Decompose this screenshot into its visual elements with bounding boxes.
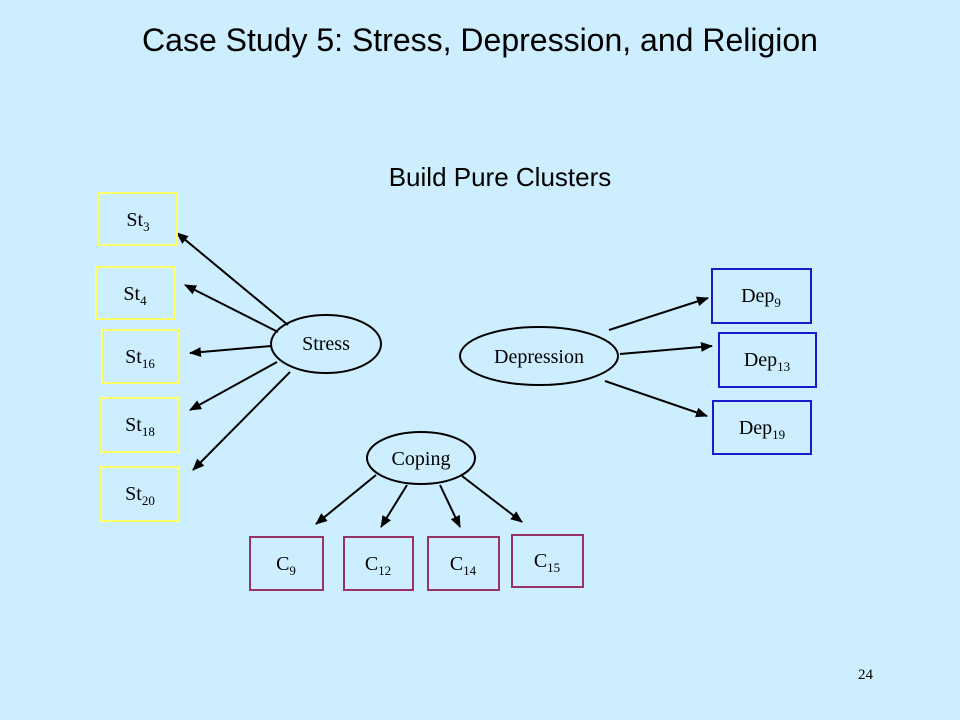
svg-text:St3: St3 — [126, 209, 149, 234]
svg-text:Dep13: Dep13 — [744, 349, 790, 374]
indicator-st18-base: St — [125, 414, 142, 436]
indicator-st3-base: St — [126, 209, 143, 231]
svg-text:C12: C12 — [365, 553, 391, 578]
edge-depression-dep19 — [604, 380, 708, 418]
indicator-c9-base: C — [276, 553, 289, 575]
edge-coping-c9 — [315, 474, 377, 525]
svg-text:St16: St16 — [125, 346, 155, 371]
edges — [176, 232, 713, 528]
indicator-st16: St16 — [101, 329, 180, 384]
indicator-c9-sub: 9 — [289, 563, 296, 578]
indicator-st20-base: St — [125, 483, 142, 505]
indicator-c14: C14 — [427, 536, 500, 591]
latent-coping: Coping — [366, 431, 476, 485]
svg-text:C14: C14 — [450, 553, 477, 578]
edge-depression-dep9 — [608, 296, 709, 331]
indicator-c14-base: C — [450, 553, 463, 575]
indicator-dep19: Dep19 — [712, 400, 812, 455]
indicator-st16-sub: 16 — [142, 356, 156, 371]
svg-text:C9: C9 — [276, 553, 296, 578]
indicator-c15: C15 — [511, 534, 584, 588]
svg-text:St18: St18 — [125, 414, 155, 439]
latent-stress: Stress — [270, 314, 382, 374]
svg-text:Dep9: Dep9 — [741, 285, 781, 310]
indicator-c14-sub: 14 — [463, 563, 477, 578]
latent-coping-label: Coping — [392, 448, 451, 470]
indicator-dep9-base: Dep — [741, 285, 774, 307]
latent-stress-label: Stress — [302, 333, 350, 355]
svg-text:Dep19: Dep19 — [739, 417, 785, 442]
indicator-dep13-base: Dep — [744, 349, 777, 371]
indicator-dep9-sub: 9 — [774, 295, 781, 310]
edge-stress-st16 — [189, 345, 272, 358]
indicator-c15-sub: 15 — [547, 560, 560, 575]
indicator-st20: St20 — [100, 466, 180, 522]
latent-depression: Depression — [459, 326, 619, 386]
svg-text:St20: St20 — [125, 483, 155, 508]
indicator-st4-sub: 4 — [140, 293, 147, 308]
indicator-st4: St4 — [95, 266, 176, 320]
indicator-st3: St3 — [98, 192, 178, 246]
indicator-dep19-base: Dep — [739, 417, 772, 439]
edge-coping-c12 — [380, 484, 408, 528]
page-number: 24 — [858, 667, 873, 683]
indicator-st3-sub: 3 — [143, 219, 150, 234]
edge-coping-c15 — [461, 475, 523, 523]
indicator-c12-sub: 12 — [378, 563, 391, 578]
indicator-st18: St18 — [100, 397, 180, 453]
indicator-st16-base: St — [125, 346, 142, 368]
indicator-c12: C12 — [343, 536, 414, 591]
edge-stress-st3 — [176, 232, 289, 326]
edge-stress-st4 — [184, 284, 279, 333]
svg-text:C15: C15 — [534, 550, 560, 575]
edge-stress-st18 — [189, 361, 278, 411]
indicator-st18-sub: 18 — [142, 424, 155, 439]
indicator-c9: C9 — [249, 536, 324, 591]
edge-stress-st20 — [192, 371, 291, 471]
indicator-st4-base: St — [123, 283, 140, 305]
latent-depression-label: Depression — [494, 346, 584, 368]
slide-subtitle: Build Pure Clusters — [388, 162, 612, 192]
svg-text:St4: St4 — [123, 283, 147, 308]
indicator-c12-base: C — [365, 553, 378, 575]
indicator-st20-sub: 20 — [142, 493, 155, 508]
indicator-dep13-sub: 13 — [777, 359, 790, 374]
indicator-dep13: Dep13 — [718, 332, 817, 388]
edge-coping-c14 — [439, 484, 461, 528]
edge-depression-dep13 — [619, 341, 713, 355]
slide-title: Case Study 5: Stress, Depression, and Re… — [142, 22, 818, 58]
indicator-c15-base: C — [534, 550, 547, 572]
indicator-dep9: Dep9 — [711, 268, 812, 324]
indicator-dep19-sub: 19 — [772, 427, 785, 442]
